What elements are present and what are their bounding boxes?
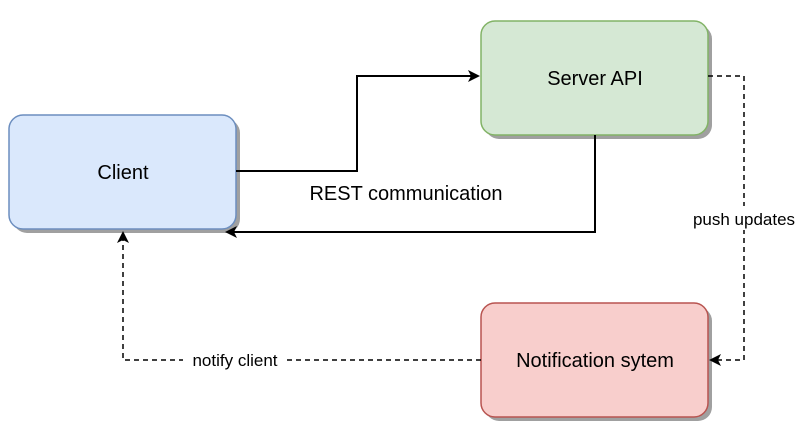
notify-client-label-bg [183,349,287,371]
notification-system-node[interactable]: Notification sytem [480,302,712,421]
notify-client-arrow[interactable] [117,231,481,361]
server-api-node[interactable]: Server API [480,20,712,139]
client-node[interactable]: Client [8,114,240,233]
client-node-label: Client [97,162,149,184]
rest-request-arrow[interactable] [236,70,480,172]
notification-system-node-label: Notification sytem [516,350,674,372]
push-updates-arrow[interactable] [708,75,745,366]
notify-client-label: notify client [192,351,277,370]
push-updates-label-bg [683,206,805,230]
push-updates-label: push updates [693,210,795,229]
rest-response-arrow[interactable] [225,135,596,238]
server-api-node-label: Server API [547,68,643,90]
rest-communication-label: REST communication [309,183,502,205]
